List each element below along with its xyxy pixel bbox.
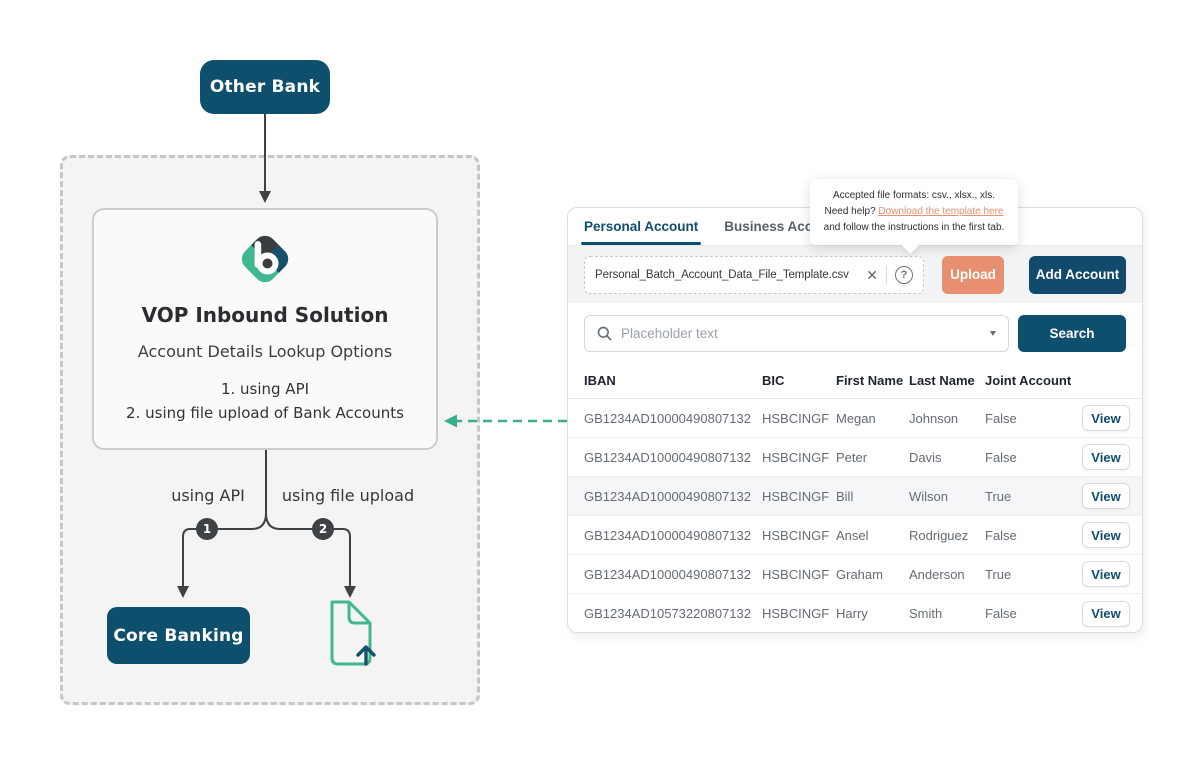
cell-iban: GB1234AD10000490807132 — [584, 527, 751, 543]
table-row: GB1234AD10000490807132 HSBCINGF Megan Jo… — [568, 399, 1142, 438]
cell-last-name: Smith — [909, 606, 943, 621]
table-body: GB1234AD10000490807132 HSBCINGF Megan Jo… — [568, 399, 1142, 633]
view-button[interactable]: View — [1082, 561, 1130, 587]
vop-card-subtitle: Account Details Lookup Options — [137, 342, 393, 361]
table-row: GB1234AD10000490807132 HSBCINGF Ansel Ro… — [568, 516, 1142, 555]
table-header: IBAN BIC First Name Last Name Joint Acco… — [568, 363, 1142, 399]
core-banking-label: Core Banking — [113, 625, 244, 646]
cell-last-name: Davis — [909, 449, 942, 465]
view-button[interactable]: View — [1082, 444, 1130, 470]
vop-card-options: 1. using API 2. using file upload of Ban… — [126, 377, 404, 425]
search-row: Placeholder text ▾ Search — [568, 303, 1142, 363]
cell-last-name: Anderson — [909, 566, 965, 582]
core-banking-node: Core Banking — [107, 607, 250, 664]
column-header-bic: BIC — [762, 373, 785, 388]
table-row: GB1234AD10000490807132 HSBCINGF Graham A… — [568, 555, 1142, 594]
column-header-iban: IBAN — [584, 373, 616, 388]
table-row: GB1234AD10000490807132 HSBCINGF Bill Wil… — [568, 477, 1142, 516]
cell-first-name: Ansel — [836, 527, 869, 543]
cell-joint-account: False — [985, 527, 1017, 543]
search-button[interactable]: Search — [1018, 314, 1126, 352]
cell-bic: HSBCINGF — [762, 449, 830, 465]
other-bank-node: Other Bank — [200, 60, 330, 114]
cell-joint-account: False — [985, 410, 1017, 426]
upload-toolbar: Personal_Batch_Account_Data_File_Templat… — [568, 246, 1142, 303]
selected-file-chip[interactable]: Personal_Batch_Account_Data_File_Templat… — [584, 255, 924, 294]
column-header-joint-account: Joint Account — [985, 373, 1072, 388]
branch-badge-2: 2 — [312, 518, 334, 540]
cell-first-name: Peter — [836, 449, 868, 465]
upload-help-tooltip: Accepted file formats: csv., xlsx., xls.… — [810, 179, 1018, 245]
cell-first-name: Graham — [836, 566, 883, 582]
column-header-first-name: First Name — [836, 373, 904, 388]
cell-bic: HSBCINGF — [762, 527, 830, 543]
cell-joint-account: False — [985, 606, 1017, 621]
cell-iban: GB1234AD10000490807132 — [584, 449, 751, 465]
selected-file-name: Personal_Batch_Account_Data_File_Templat… — [595, 268, 849, 281]
cell-iban: GB1234AD10000490807132 — [584, 410, 751, 426]
cell-last-name: Wilson — [909, 488, 949, 504]
view-button[interactable]: View — [1082, 600, 1130, 627]
cell-first-name: Megan — [836, 410, 876, 426]
cell-last-name: Johnson — [909, 410, 959, 426]
cell-joint-account: False — [985, 449, 1017, 465]
add-account-button[interactable]: Add Account — [1029, 255, 1126, 294]
tooltip-text-after: and follow the instructions in the first… — [823, 222, 1005, 233]
remove-file-icon[interactable]: ✕ — [866, 266, 878, 283]
cell-iban: GB1234AD10573220807132 — [584, 606, 751, 621]
tooltip-text-before: Accepted file formats: csv., xlsx., xls.… — [824, 190, 996, 217]
vop-option-api: 1. using API — [220, 380, 310, 398]
branch-badge-1: 1 — [196, 518, 218, 540]
cell-last-name: Rodriguez — [909, 527, 969, 543]
column-header-last-name: Last Name — [909, 373, 975, 388]
cell-iban: GB1234AD10000490807132 — [584, 488, 751, 504]
cell-first-name: Bill — [836, 488, 854, 504]
download-template-link[interactable]: Download the template here — [878, 206, 1004, 217]
help-icon[interactable]: ? — [895, 265, 913, 284]
table-row: GB1234AD10000490807132 HSBCINGF Peter Da… — [568, 438, 1142, 477]
vop-solution-card: VOP Inbound Solution Account Details Loo… — [92, 208, 438, 450]
cell-joint-account: True — [985, 488, 1012, 504]
view-button[interactable]: View — [1082, 483, 1130, 509]
other-bank-label: Other Bank — [209, 77, 321, 97]
view-button[interactable]: View — [1082, 522, 1130, 548]
cell-bic: HSBCINGF — [762, 488, 830, 504]
vop-option-file-upload: 2. using file upload of Bank Accounts — [126, 404, 404, 422]
chevron-down-icon[interactable]: ▾ — [989, 327, 996, 339]
chip-divider — [886, 265, 887, 284]
tab-personal-account[interactable]: Personal Account — [580, 208, 702, 245]
table-row: GB1234AD10573220807132 HSBCINGF Harry Sm… — [568, 594, 1142, 633]
search-icon — [597, 326, 612, 340]
search-input[interactable]: Placeholder text ▾ — [584, 314, 1009, 352]
file-upload-icon — [330, 600, 376, 666]
branch-label-using-file-upload: using file upload — [281, 486, 415, 505]
cell-bic: HSBCINGF — [762, 606, 830, 621]
search-placeholder: Placeholder text — [621, 325, 718, 341]
cell-joint-account: True — [985, 566, 1012, 582]
view-button[interactable]: View — [1082, 405, 1130, 431]
branch-label-using-api: using API — [171, 486, 245, 505]
vop-logo-icon — [237, 231, 293, 287]
vop-card-title: VOP Inbound Solution — [141, 303, 389, 327]
upload-button[interactable]: Upload — [942, 255, 1004, 294]
cell-first-name: Harry — [836, 606, 868, 621]
cell-bic: HSBCINGF — [762, 410, 830, 426]
account-panel: Personal Account Business Account Person… — [567, 207, 1143, 633]
cell-iban: GB1234AD10000490807132 — [584, 566, 751, 582]
cell-bic: HSBCINGF — [762, 566, 830, 582]
